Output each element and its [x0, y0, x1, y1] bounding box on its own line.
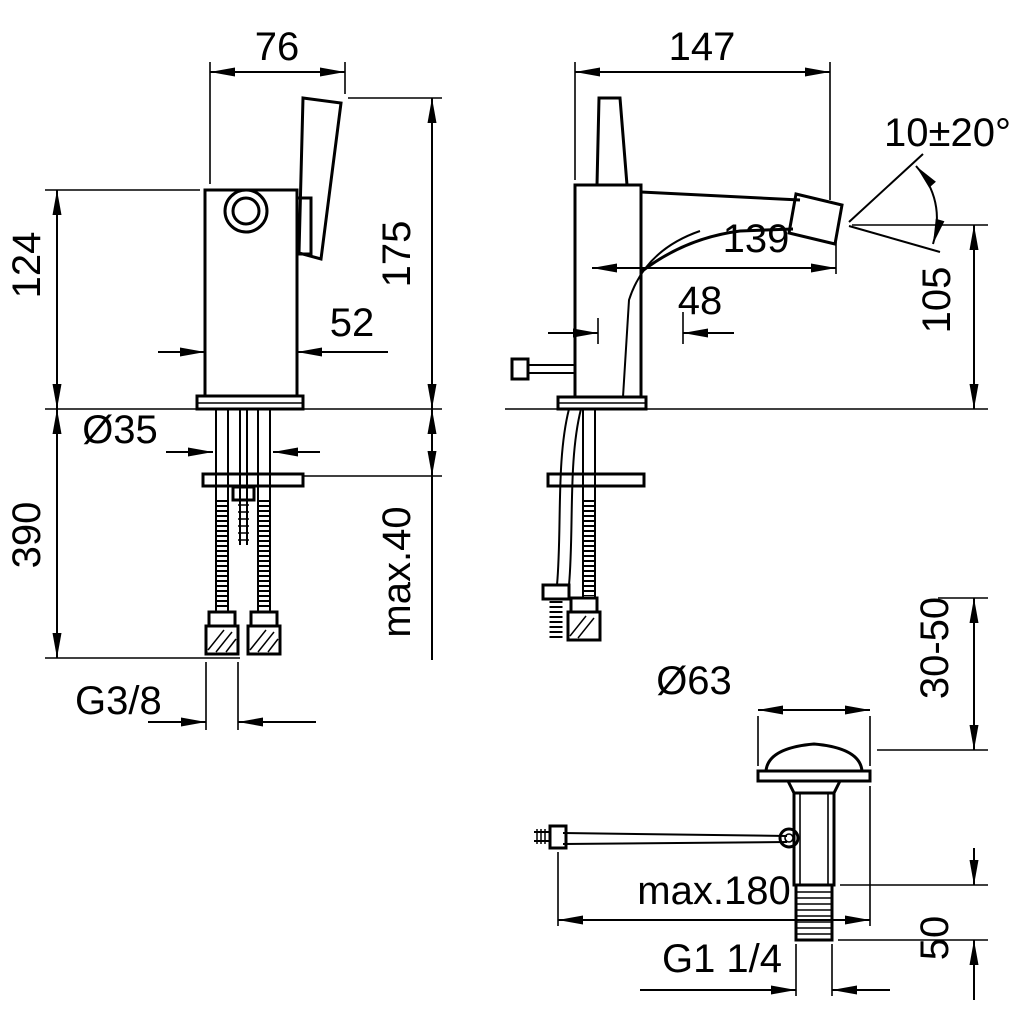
faucet-body-side [573, 183, 643, 399]
drain-cap-dome [764, 742, 864, 772]
cartridge-cap-inner [231, 196, 261, 226]
dim-height-175: 175 [375, 221, 419, 288]
dim-thread-g114: G1 1/4 [662, 937, 782, 981]
extension-lines [45, 62, 988, 996]
dim-max-180: max.180 [637, 869, 790, 913]
dim-length-50: 50 [913, 916, 957, 961]
waterway-curve [622, 230, 701, 398]
side-view [510, 96, 844, 642]
hose2-edge-b [568, 408, 582, 586]
front-view [195, 96, 343, 656]
dimension-lines [52, 67, 979, 1000]
drain-view [534, 742, 872, 942]
dim-depth-390: 390 [5, 502, 49, 569]
popup-rod-knob [510, 357, 575, 381]
cartridge-cap-outer [223, 188, 269, 234]
dim-width-52: 52 [330, 301, 375, 345]
dimension-labels: 76 147 10±20° 175 124 139 48 105 52 Ø35 … [5, 25, 1011, 981]
dim-offset-48: 48 [678, 279, 723, 323]
aerator [787, 192, 844, 246]
hose-connector-side-1 [566, 596, 602, 642]
dim-dia-63: Ø63 [656, 659, 732, 703]
dim-thread-g38: G3/8 [75, 679, 162, 723]
spout-top-edge [640, 190, 801, 202]
dim-height-105: 105 [915, 267, 959, 334]
hose-connector-side-2 [541, 583, 571, 640]
stud-thread-ticks [238, 504, 249, 541]
rod-ball-joint [778, 827, 800, 849]
rod-end [548, 824, 568, 850]
dim-angle: 10±20° [884, 111, 1011, 155]
hose-connector-1 [204, 610, 240, 656]
dim-depth-147: 147 [669, 25, 736, 69]
lever-handle-front [297, 96, 343, 261]
hose-connector-2 [246, 610, 282, 656]
mounting-plate-front [201, 472, 305, 488]
lever-handle-side [595, 96, 629, 187]
drain-tailpiece [794, 883, 834, 942]
faucet-body-front [203, 188, 299, 398]
dim-max-40: max.40 [375, 506, 419, 637]
mounting-nut [231, 485, 256, 502]
dim-height-124: 124 [5, 232, 49, 299]
drain-flange [756, 769, 872, 783]
dim-dia-35: Ø35 [82, 408, 158, 452]
hose2-edge-a [556, 408, 570, 586]
tailpiece-thread [796, 891, 832, 935]
dim-width-76: 76 [255, 25, 300, 69]
dim-reach-139: 139 [723, 217, 790, 261]
dim-range-30-50: 30-50 [913, 597, 957, 699]
